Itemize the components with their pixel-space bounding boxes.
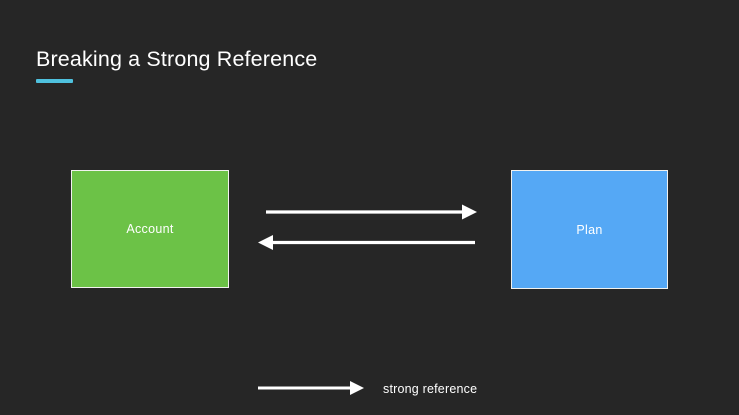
legend-item-label: strong reference (383, 382, 478, 396)
arrow-account-to-plan-icon (266, 204, 477, 220)
diagram-node-plan-label: Plan (576, 222, 603, 237)
diagram-node-account-label: Account (126, 222, 174, 236)
legend-arrow-slot (258, 379, 365, 399)
diagram-node-plan[interactable]: Plan (511, 170, 668, 289)
title-accent-bar (36, 79, 73, 83)
arrow-plan-to-account-icon (258, 235, 475, 250)
title-block: Breaking a Strong Reference (36, 46, 318, 83)
page-title: Breaking a Strong Reference (36, 47, 318, 71)
legend: strong reference (258, 378, 518, 400)
diagram-node-account[interactable]: Account (71, 170, 229, 288)
